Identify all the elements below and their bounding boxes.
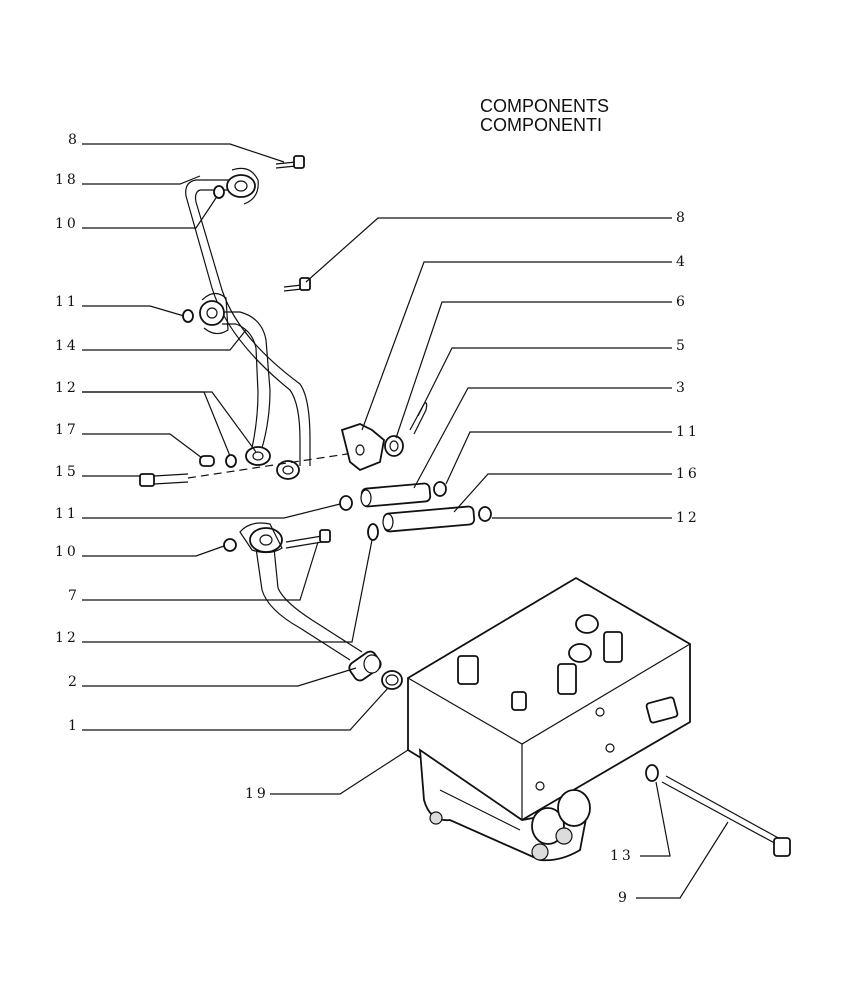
callout-8b: 8 bbox=[676, 210, 688, 226]
o-ring-13 bbox=[645, 764, 659, 782]
callout-10a: 10 bbox=[55, 216, 79, 232]
long-tie-bolt bbox=[661, 775, 791, 857]
o-ring-11b bbox=[433, 481, 447, 497]
title-english: COMPONENTS bbox=[480, 96, 610, 116]
callout-16: 16 bbox=[676, 466, 700, 482]
callout-1: 1 bbox=[68, 718, 80, 734]
plug bbox=[199, 455, 215, 467]
bolt-lower bbox=[285, 529, 331, 549]
bolt-mid bbox=[283, 277, 311, 292]
callout-18: 18 bbox=[55, 172, 79, 188]
callout-13: 13 bbox=[610, 848, 634, 864]
callout-5: 5 bbox=[676, 338, 688, 354]
o-ring-12c bbox=[367, 523, 379, 541]
o-ring-12a bbox=[225, 454, 237, 468]
callout-8a: 8 bbox=[68, 132, 80, 148]
callout-14: 14 bbox=[55, 338, 79, 354]
callout-15: 15 bbox=[55, 464, 79, 480]
callout-11b: 11 bbox=[676, 424, 700, 440]
o-ring-10b bbox=[223, 538, 237, 552]
callout-11a: 11 bbox=[55, 294, 79, 310]
tube-long bbox=[382, 505, 476, 533]
callout-2: 2 bbox=[68, 674, 80, 690]
o-ring-10a bbox=[213, 185, 225, 199]
o-ring-11c bbox=[339, 495, 353, 511]
callout-4: 4 bbox=[676, 254, 688, 270]
callout-19: 19 bbox=[245, 786, 269, 802]
nut bbox=[384, 435, 404, 457]
lower-pipe bbox=[239, 522, 382, 682]
callout-9: 9 bbox=[618, 890, 630, 906]
callout-6: 6 bbox=[676, 294, 688, 310]
callout-12c: 12 bbox=[55, 630, 79, 646]
upper-pipe bbox=[185, 167, 311, 480]
bolt-upper bbox=[275, 155, 305, 169]
o-ring-11a bbox=[182, 309, 194, 323]
long-bolt bbox=[139, 451, 361, 487]
cotter-pin bbox=[409, 402, 428, 435]
leader-lines bbox=[82, 143, 729, 899]
snap-ring bbox=[381, 670, 403, 690]
tube-short bbox=[360, 482, 432, 508]
title-italian: COMPONENTI bbox=[480, 115, 603, 135]
o-ring-12b bbox=[478, 506, 492, 522]
callout-12b: 12 bbox=[676, 510, 700, 526]
callout-17: 17 bbox=[55, 422, 79, 438]
middle-pipe bbox=[199, 292, 271, 466]
bracket bbox=[340, 423, 385, 472]
callout-10b: 10 bbox=[55, 544, 79, 560]
valve-block bbox=[407, 576, 691, 862]
callout-3: 3 bbox=[676, 380, 688, 396]
title-block: COMPONENTS COMPONENTI bbox=[480, 97, 609, 135]
callout-12a: 12 bbox=[55, 380, 79, 396]
callout-labels: 8 18 10 8 4 11 6 14 5 12 3 17 11 15 16 1… bbox=[55, 132, 700, 906]
callout-7: 7 bbox=[68, 588, 80, 604]
callout-11c: 11 bbox=[55, 506, 79, 522]
